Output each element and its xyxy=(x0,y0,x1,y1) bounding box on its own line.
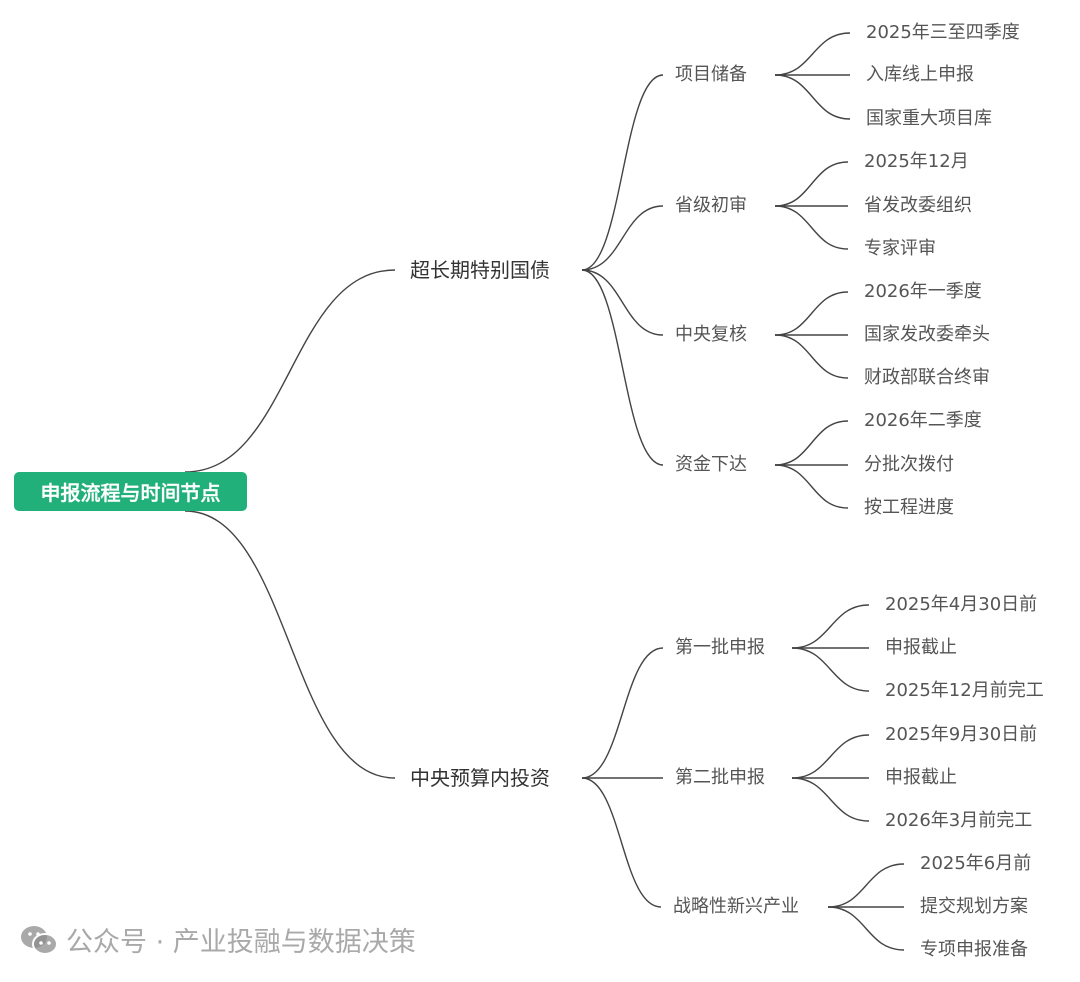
leaf-node[interactable]: 2026年3月前完工 xyxy=(885,810,1033,831)
step-node[interactable]: 战略性新兴产业 xyxy=(673,896,799,917)
leaf-node[interactable]: 2025年12月前完工 xyxy=(885,680,1044,701)
leaf-node[interactable]: 国家重大项目库 xyxy=(866,108,992,129)
root-node[interactable]: 申报流程与时间节点 xyxy=(14,472,247,511)
edge-step-to-leaf xyxy=(827,906,905,951)
step-node[interactable]: 第一批申报 xyxy=(675,637,765,658)
branch-node[interactable]: 中央预算内投资 xyxy=(410,766,550,790)
leaf-node[interactable]: 申报截止 xyxy=(885,637,957,658)
watermark-text: 公众号 · 产业投融与数据决策 xyxy=(66,927,416,958)
edge-step-to-leaf xyxy=(791,647,870,692)
edge-step-to-leaf xyxy=(774,464,849,509)
leaf-node[interactable]: 入库线上申报 xyxy=(866,64,974,85)
leaf-node[interactable]: 财政部联合终审 xyxy=(864,367,990,388)
leaf-node[interactable]: 按工程进度 xyxy=(864,497,954,518)
step-node[interactable]: 省级初审 xyxy=(675,195,747,216)
leaf-node[interactable]: 省发改委组织 xyxy=(864,195,972,216)
leaf-node[interactable]: 2025年9月30日前 xyxy=(885,724,1038,745)
leaf-node[interactable]: 专项申报准备 xyxy=(920,939,1028,960)
branch-node[interactable]: 超长期特别国债 xyxy=(410,258,550,282)
edge-step-to-leaf xyxy=(791,777,870,822)
edge-step-to-leaf xyxy=(774,291,849,336)
edge-step-to-leaf xyxy=(774,74,851,120)
edge-step-to-leaf xyxy=(774,334,849,379)
edge-step-to-leaf xyxy=(774,161,849,207)
edge-branch-to-step xyxy=(581,777,662,908)
leaf-node[interactable]: 2025年12月 xyxy=(864,151,969,172)
edge-root-to-branch xyxy=(184,269,396,473)
leaf-node[interactable]: 2026年一季度 xyxy=(864,281,982,302)
edge-step-to-leaf xyxy=(827,863,905,908)
leaf-node[interactable]: 2025年6月前 xyxy=(920,853,1032,874)
edge-branch-to-step xyxy=(581,647,664,779)
leaf-node[interactable]: 申报截止 xyxy=(885,767,957,788)
step-node[interactable]: 项目储备 xyxy=(675,64,747,85)
leaf-node[interactable]: 专家评审 xyxy=(864,238,936,259)
edge-step-to-leaf xyxy=(774,32,851,76)
edge-step-to-leaf xyxy=(774,420,849,466)
edge-step-to-leaf xyxy=(791,604,870,649)
edge-branch-to-step xyxy=(581,269,664,466)
root-label: 申报流程与时间节点 xyxy=(40,481,221,505)
edge-branch-to-step xyxy=(581,74,664,271)
leaf-node[interactable]: 提交规划方案 xyxy=(920,896,1028,917)
edge-step-to-leaf xyxy=(774,205,849,250)
step-node[interactable]: 资金下达 xyxy=(675,454,747,475)
leaf-node[interactable]: 分批次拨付 xyxy=(864,454,954,475)
wechat-icon xyxy=(21,925,58,955)
edge-branch-to-step xyxy=(581,269,664,336)
edge-branch-to-step xyxy=(581,205,664,271)
step-node[interactable]: 第二批申报 xyxy=(675,767,765,788)
watermark: 公众号 · 产业投融与数据决策 xyxy=(20,920,416,959)
edge-step-to-leaf xyxy=(791,734,870,779)
leaf-node[interactable]: 国家发改委牵头 xyxy=(864,324,990,345)
leaf-node[interactable]: 2025年三至四季度 xyxy=(866,22,1020,43)
leaf-node[interactable]: 2026年二季度 xyxy=(864,410,982,431)
edge-root-to-branch xyxy=(184,510,396,779)
step-node[interactable]: 中央复核 xyxy=(675,324,747,345)
leaf-node[interactable]: 2025年4月30日前 xyxy=(885,594,1038,615)
